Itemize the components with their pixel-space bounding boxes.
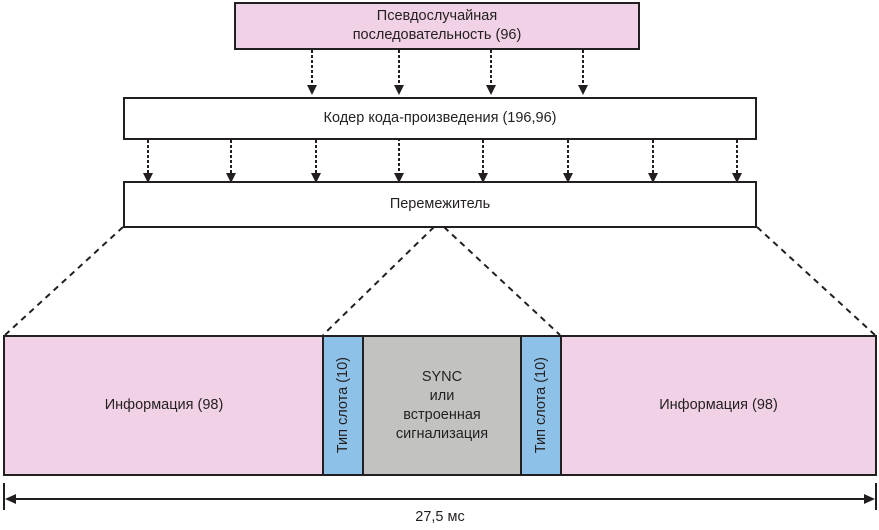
arrowhead-icon [478, 173, 488, 183]
slot-type-right-label: Тип слота (10) [532, 357, 549, 454]
slot-type-block-left: Тип слота (10) [322, 335, 364, 476]
encoder-label: Кодер кода-произведения (196,96) [323, 110, 557, 126]
duration-dimension [3, 483, 877, 510]
expansion-line-center-left [322, 226, 435, 336]
expansion-line-right [756, 226, 876, 336]
arrowhead-icon [307, 85, 317, 95]
prs-to-encoder-arrows [311, 50, 584, 86]
arrow-right-icon [864, 494, 875, 504]
arrowhead-icon [143, 173, 153, 183]
expansion-lines [4, 226, 876, 336]
sync-block: SYNC или встроенная сигнализация [362, 335, 522, 476]
expansion-line-center-right [443, 226, 561, 336]
arrowhead-icon [578, 85, 588, 95]
arrowhead-icon [226, 173, 236, 183]
slot-type-block-right: Тип слота (10) [520, 335, 562, 476]
arrowhead-icon [394, 173, 404, 183]
arrowhead-icon [648, 173, 658, 183]
sync-label-line1: SYNC [421, 368, 463, 385]
arrow-left-icon [5, 494, 16, 504]
pseudo-random-label-line2: последовательность (96) [352, 27, 522, 43]
arrowhead-icon [394, 85, 404, 95]
sync-label-line3: встроенная [403, 406, 481, 423]
arrowhead-icon [732, 173, 742, 183]
sync-label-line2: или [429, 387, 455, 404]
pseudo-random-label-line1: Псевдослучайная [376, 8, 498, 24]
interleaver-label: Перемежитель [389, 196, 491, 212]
interleaver-box: Перемежитель [123, 181, 757, 228]
info-block-left: Информация (98) [3, 335, 325, 476]
product-code-encoder-box: Кодер кода-произведения (196,96) [123, 97, 757, 140]
arrowhead-icon [311, 173, 321, 183]
duration-label: 27,5 мс [415, 509, 465, 525]
sync-label-line4: сигнализация [395, 425, 489, 442]
info-right-label: Информация (98) [659, 397, 778, 413]
arrowhead-icon [563, 173, 573, 183]
pseudo-random-sequence-box: Псевдослучайная последовательность (96) [234, 2, 640, 50]
info-left-label: Информация (98) [104, 397, 224, 413]
expansion-line-left [4, 226, 124, 336]
slot-type-left-label: Тип слота (10) [334, 357, 351, 454]
encoder-to-interleaver-arrows [147, 138, 738, 174]
arrowhead-icon [486, 85, 496, 95]
info-block-right: Информация (98) [560, 335, 877, 476]
